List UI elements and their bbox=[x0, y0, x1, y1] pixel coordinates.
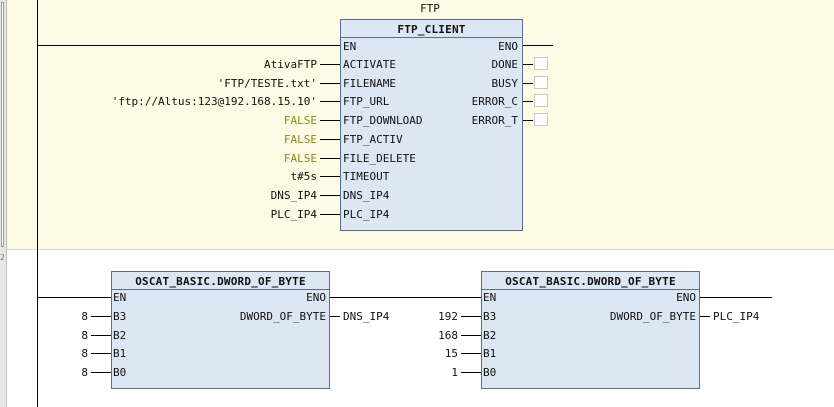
wire-b0 bbox=[461, 372, 481, 373]
pin-error-c[interactable]: ERROR_C bbox=[471, 95, 518, 108]
value-ftp-download[interactable]: FALSE bbox=[283, 114, 317, 127]
value-file-delete[interactable]: FALSE bbox=[283, 152, 317, 165]
wire-dns-ip4 bbox=[320, 195, 340, 196]
output-slot-done[interactable] bbox=[534, 57, 548, 70]
wire-dword-out bbox=[700, 316, 710, 317]
pin-eno[interactable]: ENO bbox=[498, 40, 518, 53]
dword-of-byte-block-plc[interactable]: OSCAT_BASIC.DWORD_OF_BYTE EN B3 B2 B1 B0… bbox=[481, 271, 700, 389]
pin-eno[interactable]: ENO bbox=[306, 291, 326, 304]
pin-b3[interactable]: B3 bbox=[483, 310, 497, 323]
output-slot-busy[interactable] bbox=[534, 76, 548, 89]
wire-file-delete bbox=[320, 158, 340, 159]
pin-b1[interactable]: B1 bbox=[113, 347, 127, 360]
value-b1[interactable]: 15 bbox=[444, 347, 458, 360]
value-dns-ip4[interactable]: DNS_IP4 bbox=[270, 189, 317, 202]
block-type-title: OSCAT_BASIC.DWORD_OF_BYTE bbox=[135, 275, 306, 288]
pin-dns-ip4[interactable]: DNS_IP4 bbox=[343, 189, 390, 202]
pin-b0[interactable]: B0 bbox=[483, 366, 497, 379]
wire-filename bbox=[320, 83, 340, 84]
value-activate[interactable]: AtivaFTP bbox=[264, 58, 317, 71]
value-b1[interactable]: 8 bbox=[81, 347, 88, 360]
network-selection-marker bbox=[1, 2, 4, 247]
wire-b3 bbox=[91, 316, 111, 317]
value-filename[interactable]: 'FTP/TESTE.txt' bbox=[217, 77, 317, 90]
block-title-divider bbox=[112, 289, 329, 290]
pin-b0[interactable]: B0 bbox=[113, 366, 127, 379]
rung-number: 2 bbox=[0, 253, 5, 262]
pin-ftp-download[interactable]: FTP_DOWNLOAD bbox=[343, 114, 423, 127]
wire-ftp-download bbox=[320, 120, 340, 121]
wire-dword-out bbox=[330, 316, 340, 317]
block-title-divider bbox=[341, 37, 522, 38]
value-ftp-url[interactable]: 'ftp://Altus:123@192.168.15.10' bbox=[111, 95, 317, 108]
value-b3[interactable]: 192 bbox=[438, 310, 458, 323]
pin-en[interactable]: EN bbox=[483, 291, 497, 304]
network-divider bbox=[0, 249, 834, 250]
pin-done[interactable]: DONE bbox=[491, 58, 519, 71]
block-type-title: FTP_CLIENT bbox=[397, 23, 466, 36]
wire-busy bbox=[523, 83, 533, 84]
output-value-dns[interactable]: DNS_IP4 bbox=[343, 310, 390, 323]
pin-b2[interactable]: B2 bbox=[113, 329, 127, 342]
pin-b3[interactable]: B3 bbox=[113, 310, 127, 323]
wire-done bbox=[523, 64, 533, 65]
wire-b3 bbox=[461, 316, 481, 317]
en-wire-2c bbox=[700, 297, 772, 298]
en-wire-2a bbox=[38, 297, 111, 298]
output-slot-error-c[interactable] bbox=[534, 94, 548, 107]
pin-eno[interactable]: ENO bbox=[676, 291, 696, 304]
wire-ftp-activ bbox=[320, 139, 340, 140]
fb-instance-name[interactable]: FTP bbox=[420, 2, 440, 15]
value-b0[interactable]: 8 bbox=[81, 366, 88, 379]
pin-ftp-activ[interactable]: FTP_ACTIV bbox=[343, 133, 403, 146]
pin-dword-of-byte[interactable]: DWORD_OF_BYTE bbox=[239, 310, 326, 323]
pin-plc-ip4[interactable]: PLC_IP4 bbox=[343, 208, 390, 221]
pin-en[interactable]: EN bbox=[113, 291, 127, 304]
wire-error-c bbox=[523, 101, 533, 102]
wire-activate bbox=[320, 64, 340, 65]
value-b2[interactable]: 8 bbox=[81, 329, 88, 342]
pin-busy[interactable]: BUSY bbox=[491, 77, 519, 90]
pin-b1[interactable]: B1 bbox=[483, 347, 497, 360]
dword-of-byte-block-dns[interactable]: OSCAT_BASIC.DWORD_OF_BYTE EN B3 B2 B1 B0… bbox=[111, 271, 330, 389]
value-ftp-activ[interactable]: FALSE bbox=[283, 133, 317, 146]
en-wire bbox=[38, 45, 340, 46]
pin-error-t[interactable]: ERROR_T bbox=[471, 114, 518, 127]
en-wire-2b bbox=[330, 297, 481, 298]
wire-b1 bbox=[461, 353, 481, 354]
wire-ftp-url bbox=[320, 101, 340, 102]
pin-file-delete[interactable]: FILE_DELETE bbox=[343, 152, 416, 165]
wire-b2 bbox=[461, 335, 481, 336]
pin-activate[interactable]: ACTIVATE bbox=[343, 58, 396, 71]
value-timeout[interactable]: t#5s bbox=[290, 170, 318, 183]
value-plc-ip4[interactable]: PLC_IP4 bbox=[270, 208, 317, 221]
pin-timeout[interactable]: TIMEOUT bbox=[343, 170, 390, 183]
wire-b1 bbox=[91, 353, 111, 354]
value-b0[interactable]: 1 bbox=[451, 366, 458, 379]
value-b2[interactable]: 168 bbox=[438, 329, 458, 342]
wire-plc-ip4 bbox=[320, 214, 340, 215]
pin-filename[interactable]: FILENAME bbox=[343, 77, 396, 90]
left-power-rail bbox=[37, 0, 38, 407]
value-b3[interactable]: 8 bbox=[81, 310, 88, 323]
pin-ftp-url[interactable]: FTP_URL bbox=[343, 95, 390, 108]
wire-b0 bbox=[91, 372, 111, 373]
wire-eno bbox=[523, 45, 553, 46]
block-type-title: OSCAT_BASIC.DWORD_OF_BYTE bbox=[505, 275, 676, 288]
network-gutter bbox=[0, 0, 7, 407]
wire-error-t bbox=[523, 120, 533, 121]
pin-dword-of-byte[interactable]: DWORD_OF_BYTE bbox=[609, 310, 696, 323]
output-value-plc[interactable]: PLC_IP4 bbox=[713, 310, 760, 323]
ftp-client-block[interactable]: FTP_CLIENT EN ACTIVATE FILENAME FTP_URL … bbox=[340, 19, 523, 231]
block-title-divider bbox=[482, 289, 699, 290]
wire-b2 bbox=[91, 335, 111, 336]
pin-b2[interactable]: B2 bbox=[483, 329, 497, 342]
pin-en[interactable]: EN bbox=[343, 40, 357, 53]
output-slot-error-t[interactable] bbox=[534, 113, 548, 126]
wire-timeout bbox=[320, 176, 340, 177]
